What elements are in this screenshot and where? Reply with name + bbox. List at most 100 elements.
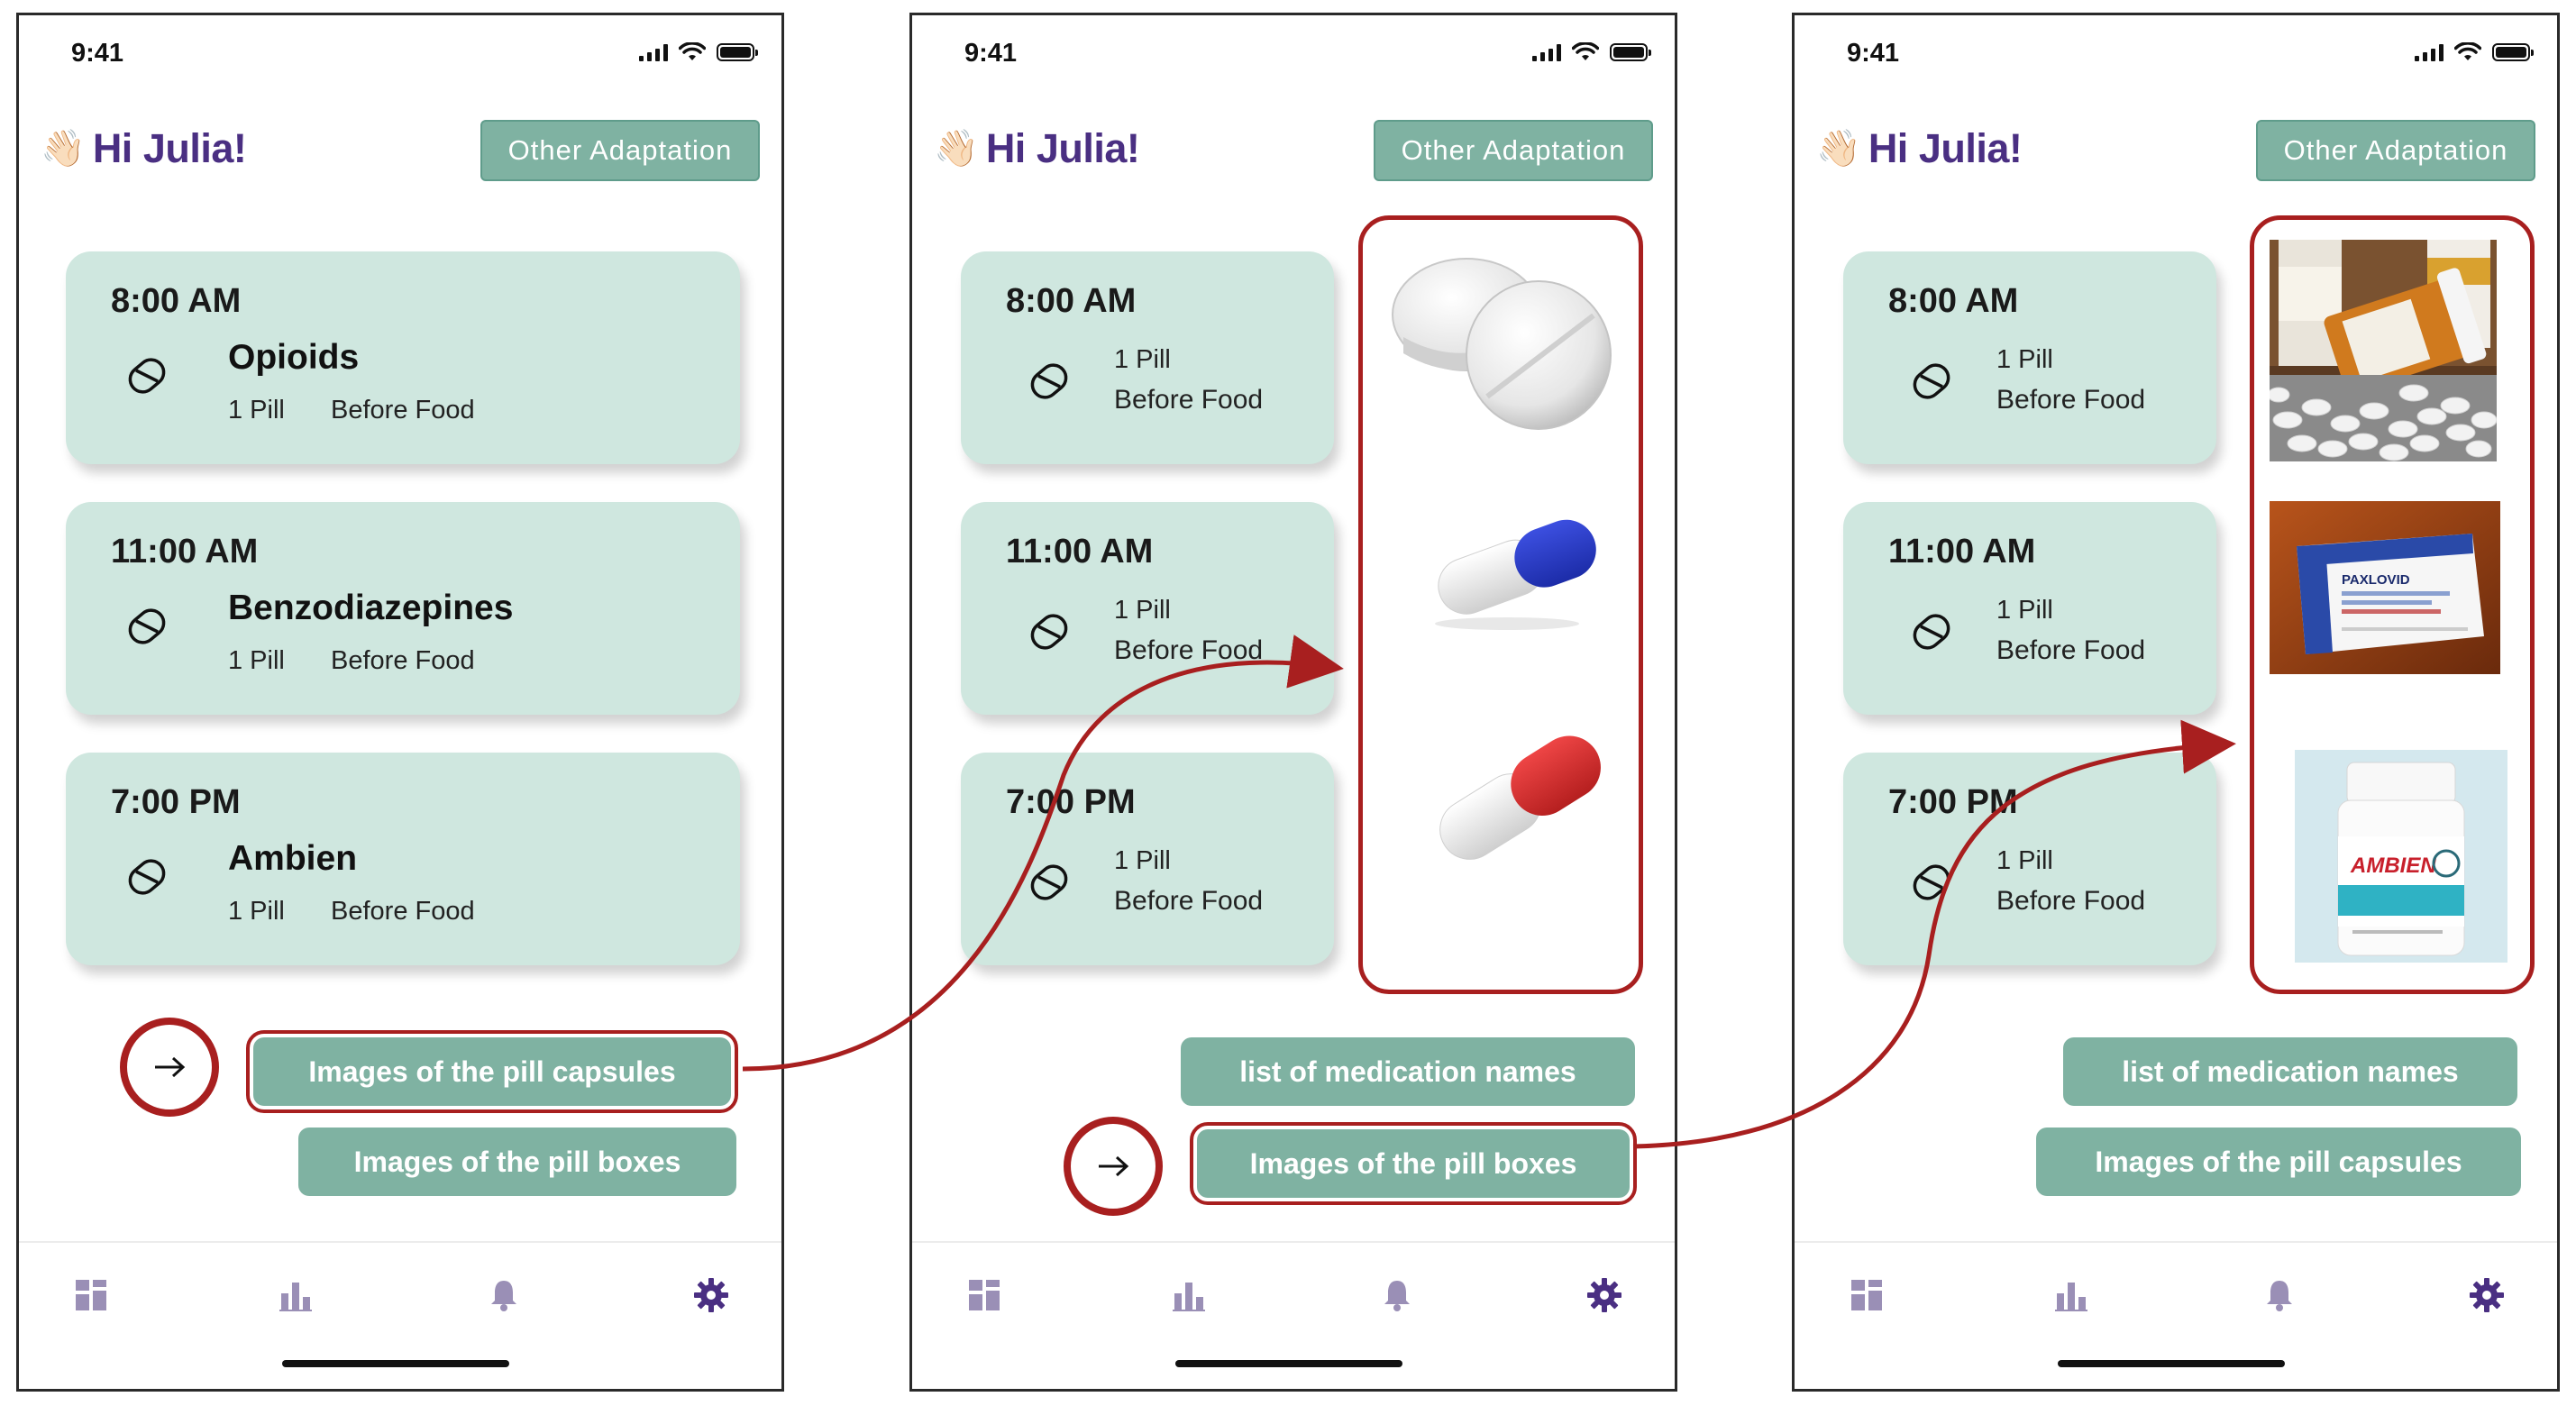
pill-quantity: 1 Pill — [1996, 596, 2053, 625]
other-adaptation-button[interactable]: Other Adaptation — [480, 120, 760, 181]
bar-chart-icon[interactable] — [1171, 1277, 1207, 1313]
dose-time: 7:00 PM — [111, 783, 241, 821]
home-indicator — [282, 1360, 509, 1367]
medication-card[interactable]: 8:00 AM 1 Pill Before Food — [1843, 251, 2216, 464]
other-adaptation-button[interactable]: Other Adaptation — [1374, 120, 1653, 181]
medication-card[interactable]: 7:00 PM Ambien 1 Pill Before Food — [66, 753, 740, 965]
ambien-label: AMBIEN — [2350, 854, 2436, 878]
pill-timing: Before Food — [331, 646, 475, 675]
medication-name: Ambien — [228, 839, 358, 878]
battery-icon — [2492, 43, 2534, 61]
medication-card[interactable]: 11:00 AM Benzodiazepines 1 Pill Before F… — [66, 502, 740, 715]
pill-quantity: 1 Pill — [1996, 345, 2053, 374]
dose-time: 8:00 AM — [1006, 282, 1137, 320]
signal-icon — [1532, 43, 1561, 61]
paxlovid-label: PAXLOVID — [2342, 572, 2410, 588]
dose-time: 8:00 AM — [1888, 282, 2019, 320]
pill-boxes-images-button[interactable]: Images of the pill boxes — [298, 1128, 736, 1196]
gear-icon[interactable] — [2469, 1277, 2505, 1313]
bar-chart-icon[interactable] — [2053, 1277, 2089, 1313]
status-time: 9:41 — [964, 39, 1018, 68]
pill-timing: Before Food — [1996, 886, 2146, 916]
bottom-nav — [19, 1277, 781, 1331]
dashboard-icon[interactable] — [966, 1277, 1002, 1313]
signal-icon — [2415, 43, 2444, 61]
pill-timing: Before Food — [331, 396, 475, 425]
round-tablets-image — [1392, 258, 1612, 430]
medication-names-list-button[interactable]: list of medication names — [2063, 1037, 2517, 1106]
greeting-text: Hi Julia! — [1868, 125, 2023, 171]
wave-icon: 👋🏻 — [41, 129, 86, 169]
gear-icon[interactable] — [693, 1277, 729, 1313]
medication-names-list-button[interactable]: list of medication names — [1181, 1037, 1635, 1106]
medication-card[interactable]: 11:00 AM 1 Pill Before Food — [961, 502, 1334, 715]
dashboard-icon[interactable] — [1849, 1277, 1885, 1313]
medication-name: Benzodiazepines — [228, 589, 514, 627]
phone-screen-2: 9:41 👋🏻 Hi Julia! Other Adaptation 8:00 … — [909, 13, 1677, 1392]
pill-capsules-images-button[interactable]: Images of the pill capsules — [2036, 1128, 2521, 1196]
wave-icon: 👋🏻 — [1816, 129, 1861, 169]
paxlovid-box-photo: PAXLOVID — [2270, 501, 2500, 674]
medication-card[interactable]: 11:00 AM 1 Pill Before Food — [1843, 502, 2216, 715]
next-arrow-button[interactable] — [1064, 1117, 1163, 1216]
greeting: 👋🏻 Hi Julia! — [1816, 125, 2023, 172]
status-icons — [1532, 42, 1651, 62]
pill-boxes-images-button[interactable]: Images of the pill boxes — [1190, 1122, 1637, 1205]
pill-quantity: 1 Pill — [1114, 846, 1171, 875]
medication-card[interactable]: 8:00 AM 1 Pill Before Food — [961, 251, 1334, 464]
pill-timing: Before Food — [1114, 886, 1264, 916]
dose-time: 11:00 AM — [111, 533, 259, 571]
pill-quantity: 1 Pill — [1114, 345, 1171, 374]
pill-icon — [1913, 363, 1950, 399]
pill-bottles-photo — [2270, 240, 2497, 461]
pill-capsules-images-button[interactable]: Images of the pill capsules — [246, 1030, 738, 1113]
wifi-icon — [1572, 42, 1599, 60]
bar-chart-icon[interactable] — [278, 1277, 314, 1313]
pill-quantity: 1 Pill — [1996, 846, 2053, 875]
battery-icon — [1610, 43, 1651, 61]
pill-timing: Before Food — [331, 897, 475, 926]
status-icons — [639, 42, 758, 62]
pill-icon — [1030, 864, 1068, 900]
other-adaptation-button[interactable]: Other Adaptation — [2256, 120, 2535, 181]
pill-quantity: 1 Pill — [1114, 596, 1171, 625]
gear-icon[interactable] — [1586, 1277, 1622, 1313]
dose-time: 11:00 AM — [1888, 533, 2036, 571]
wifi-icon — [679, 42, 706, 60]
status-time: 9:41 — [1847, 39, 1900, 68]
pill-box-images-panel: PAXLOVID AMBIEN — [2250, 215, 2535, 994]
bell-icon[interactable] — [1379, 1277, 1415, 1313]
blue-white-capsule-image — [1435, 519, 1596, 630]
bell-icon[interactable] — [486, 1277, 522, 1313]
pill-icon — [1030, 614, 1068, 650]
arrow-right-icon — [155, 1056, 186, 1078]
nav-divider — [912, 1241, 1675, 1243]
phone-screen-1: 9:41 👋🏻 Hi Julia! Other Adaptation 8:00 … — [16, 13, 784, 1392]
ambien-bottle-photo: AMBIEN — [2295, 750, 2507, 963]
bottom-nav — [912, 1277, 1675, 1331]
home-indicator — [1175, 1360, 1402, 1367]
medication-card[interactable]: 7:00 PM 1 Pill Before Food — [1843, 753, 2216, 965]
dashboard-icon[interactable] — [73, 1277, 109, 1313]
greeting-text: Hi Julia! — [92, 125, 247, 171]
pill-icon — [128, 608, 166, 644]
bell-icon[interactable] — [2261, 1277, 2297, 1313]
pill-icon — [1913, 614, 1950, 650]
greeting-text: Hi Julia! — [985, 125, 1140, 171]
pill-capsule-images-panel — [1358, 215, 1643, 994]
dose-time: 7:00 PM — [1006, 783, 1136, 821]
pill-timing: Before Food — [1114, 635, 1264, 665]
wave-icon: 👋🏻 — [934, 129, 979, 169]
phone-screen-3: 9:41 👋🏻 Hi Julia! Other Adaptation 8:00 … — [1792, 13, 2560, 1392]
arrow-right-icon — [1099, 1155, 1129, 1177]
red-white-capsule-image — [1439, 735, 1601, 860]
home-indicator — [2058, 1360, 2285, 1367]
next-arrow-button[interactable] — [120, 1018, 219, 1117]
dose-time: 8:00 AM — [111, 282, 242, 320]
pill-timing: Before Food — [1996, 635, 2146, 665]
greeting: 👋🏻 Hi Julia! — [934, 125, 1140, 172]
nav-divider — [1795, 1241, 2557, 1243]
pill-quantity: 1 Pill — [228, 646, 285, 675]
medication-card[interactable]: 7:00 PM 1 Pill Before Food — [961, 753, 1334, 965]
medication-card[interactable]: 8:00 AM Opioids 1 Pill Before Food — [66, 251, 740, 464]
